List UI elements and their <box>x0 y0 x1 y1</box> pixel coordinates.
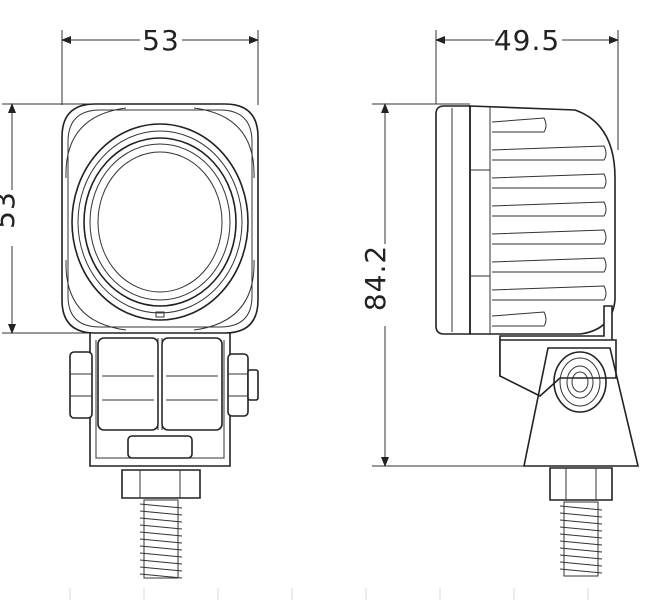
front-lens <box>97 151 223 293</box>
side-thread <box>559 505 603 511</box>
side-thread <box>559 512 603 518</box>
front-thread <box>139 552 183 558</box>
front-view: 53 53 <box>0 24 259 579</box>
side-stud-body <box>563 501 599 577</box>
side-thread <box>559 554 603 560</box>
side-bottom-nut <box>549 467 613 501</box>
side-body <box>469 105 616 335</box>
baseline-ticks <box>69 588 589 600</box>
front-right-bolt-end <box>247 369 259 401</box>
front-thread <box>139 524 183 530</box>
front-corner-bl <box>65 259 127 331</box>
side-bolt-outer <box>553 351 607 413</box>
front-corner-tl <box>65 107 127 179</box>
side-thread <box>559 519 603 525</box>
front-corner-tr <box>193 107 255 179</box>
front-bottom-nut-facets <box>139 470 181 498</box>
side-thread <box>559 526 603 532</box>
side-fins <box>491 117 607 327</box>
side-thread <box>559 540 603 546</box>
side-bezel <box>435 105 471 335</box>
front-right-nut <box>227 353 249 417</box>
front-threads <box>139 503 183 579</box>
front-thread <box>139 545 183 551</box>
front-lens-notch <box>155 311 165 318</box>
side-height-label: 84.2 <box>359 245 392 311</box>
side-fin <box>491 285 607 301</box>
front-thread <box>139 559 183 565</box>
front-housing <box>61 103 259 334</box>
front-thread <box>139 503 183 509</box>
front-bracket-ribs <box>102 375 218 401</box>
front-right-nut-facets <box>228 373 248 397</box>
front-thread <box>139 538 183 544</box>
front-bezel-outer <box>71 123 249 321</box>
side-fin <box>491 145 607 161</box>
front-bracket-arm-right <box>161 337 223 431</box>
side-fin <box>491 229 607 245</box>
front-thread <box>139 566 183 572</box>
side-bolt-mid <box>559 357 601 407</box>
side-thread <box>559 568 603 574</box>
side-bottom-nut-facets <box>565 468 597 500</box>
front-left-nut <box>69 351 93 419</box>
side-depth-label: 49.5 <box>494 24 560 57</box>
front-bottom-nut <box>121 469 201 499</box>
front-width-label: 53 <box>142 24 180 57</box>
side-thread <box>559 533 603 539</box>
front-height-label: 53 <box>0 191 21 229</box>
side-fin <box>491 311 547 327</box>
side-thread <box>559 547 603 553</box>
side-fin <box>491 201 607 217</box>
side-fin <box>491 173 607 189</box>
side-threads <box>559 505 603 574</box>
front-thread <box>139 573 183 579</box>
front-corner-br <box>193 259 255 331</box>
front-thread <box>139 517 183 523</box>
front-lens-inner <box>89 143 231 301</box>
side-fin <box>491 257 607 273</box>
front-washer <box>127 435 193 459</box>
side-bolt-inner <box>566 365 594 399</box>
side-view: 49.5 84.2 <box>359 24 640 577</box>
side-thread <box>559 561 603 567</box>
front-housing-inner <box>67 109 253 328</box>
front-thread <box>139 531 183 537</box>
front-thread <box>139 510 183 516</box>
side-fin <box>491 117 547 133</box>
front-left-nut-facets <box>70 373 92 397</box>
front-bezel-ring <box>77 130 243 314</box>
front-lens-ring <box>83 137 237 307</box>
front-bracket-arm-left <box>97 337 159 431</box>
side-bolt-hole <box>571 371 589 393</box>
side-bracket <box>523 347 640 467</box>
